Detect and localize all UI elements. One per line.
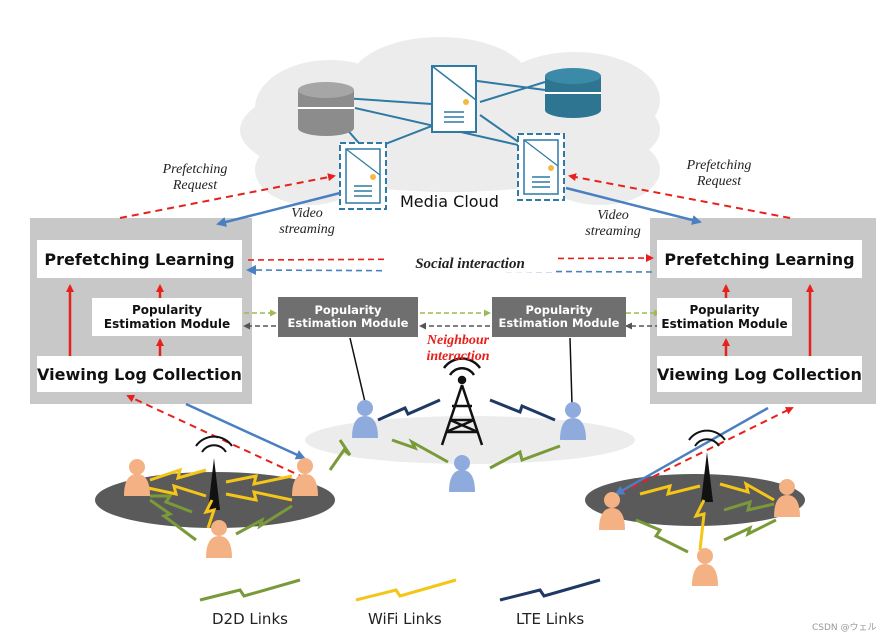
left-prefetching-learning: Prefetching Learning bbox=[37, 240, 242, 278]
right-cluster-links bbox=[635, 480, 777, 554]
legend-lte-label: LTE Links bbox=[516, 610, 585, 628]
legend-wifi-label: WiFi Links bbox=[368, 610, 442, 628]
cloud-label: Media Cloud bbox=[400, 192, 499, 211]
prefetch-request-arrow-right bbox=[568, 173, 791, 219]
user-icon bbox=[206, 520, 232, 558]
module-user-link bbox=[569, 337, 573, 405]
cell-tower-icon bbox=[195, 435, 233, 510]
user-icon bbox=[774, 479, 800, 517]
legend-d2d-label: D2D Links bbox=[212, 610, 288, 628]
center-cell-area bbox=[305, 416, 635, 464]
stream-to-user-left bbox=[185, 402, 306, 460]
user-icon bbox=[599, 492, 625, 530]
server-document-icon bbox=[517, 133, 565, 201]
lte-links bbox=[377, 398, 556, 422]
viewing-log-arrow-right bbox=[609, 407, 794, 499]
right-viewing-log-collection: Viewing Log Collection bbox=[657, 356, 862, 392]
video-stream-arrow-left bbox=[216, 191, 341, 227]
database-icon bbox=[545, 68, 601, 118]
cell-tower-icon bbox=[440, 357, 484, 446]
wifi-legend-symbol bbox=[355, 578, 457, 602]
document-icon bbox=[431, 65, 477, 133]
lte-legend-symbol bbox=[499, 578, 601, 602]
user-icon bbox=[124, 459, 150, 496]
prefetch-request-arrow-left bbox=[119, 173, 336, 219]
user-icon bbox=[692, 548, 718, 586]
user-icon bbox=[292, 458, 318, 496]
left-cluster-links bbox=[147, 467, 293, 542]
right-prefetching-learning: Prefetching Learning bbox=[657, 240, 862, 278]
left-viewing-log-collection: Viewing Log Collection bbox=[37, 356, 242, 392]
video-stream-arrow-right bbox=[565, 186, 702, 225]
panel-flow-arrows bbox=[66, 284, 814, 356]
module-user-link bbox=[349, 337, 366, 403]
watermark: CSDN @ウェル bbox=[812, 623, 877, 633]
user-icon bbox=[560, 402, 586, 440]
d2d-legend-symbol bbox=[199, 578, 301, 602]
server-document-icon bbox=[339, 142, 387, 210]
database-icon bbox=[298, 82, 354, 136]
user-icon bbox=[352, 400, 378, 438]
cell-tower-icon bbox=[688, 429, 726, 502]
d2d-links bbox=[328, 438, 561, 471]
user-icon bbox=[449, 455, 475, 492]
stream-to-user-right bbox=[614, 406, 769, 496]
social-interaction-label: Social interaction bbox=[385, 256, 555, 272]
